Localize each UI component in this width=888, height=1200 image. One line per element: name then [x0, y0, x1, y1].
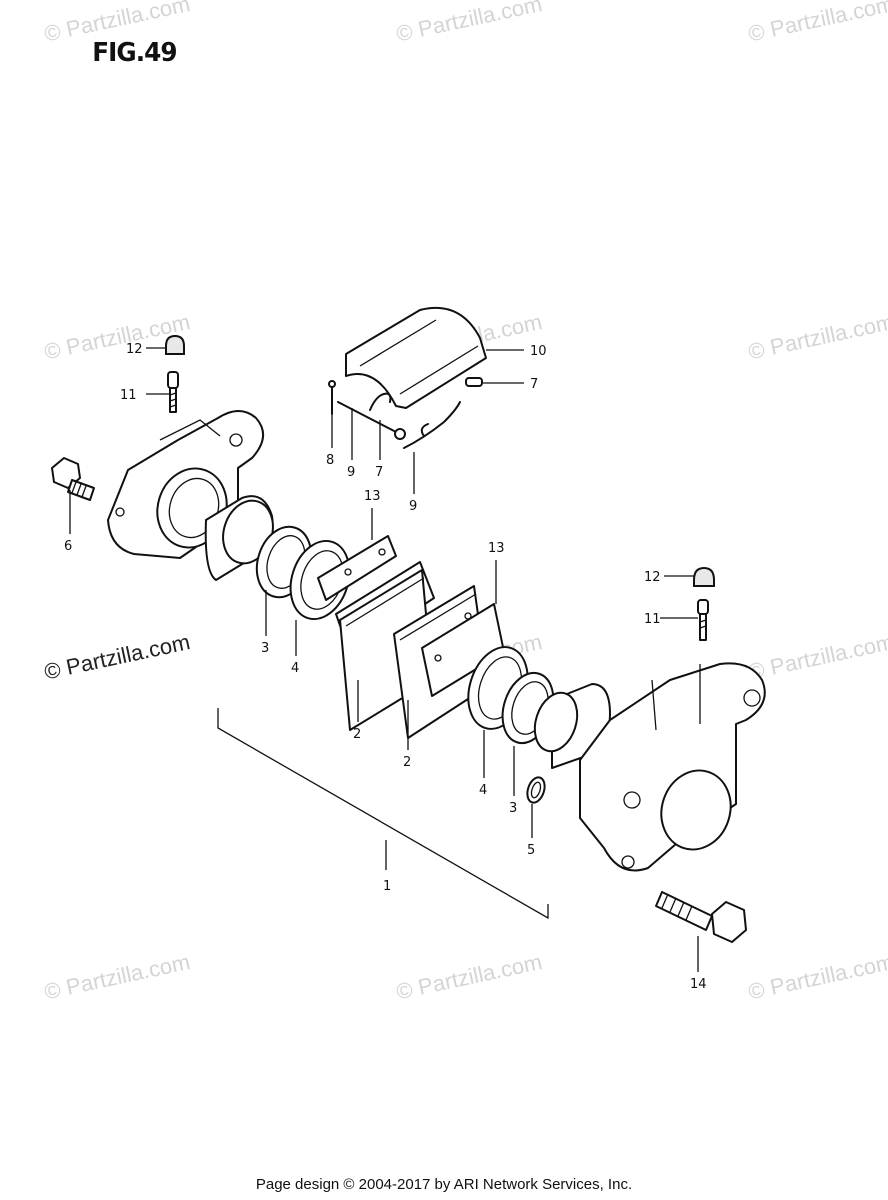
part-pad-pin-a[interactable]	[465, 377, 483, 387]
callout-12: 12	[644, 570, 661, 585]
part-union-bolt[interactable]	[51, 457, 95, 501]
callout-4: 4	[479, 783, 487, 798]
part-bleeder-valve-left[interactable]	[167, 371, 179, 413]
callout-4: 4	[291, 661, 299, 676]
callout-9: 9	[409, 499, 417, 514]
callout-10: 10	[530, 344, 547, 359]
part-pad-pin-b[interactable]	[337, 401, 406, 440]
callout-8: 8	[326, 453, 334, 468]
part-bleeder-cap-right[interactable]	[693, 566, 715, 587]
part-caliper-bolt[interactable]	[655, 891, 747, 943]
callout-9: 9	[347, 465, 355, 480]
callout-3: 3	[261, 641, 269, 656]
part-pad-spring-clip-a[interactable]	[369, 392, 392, 411]
part-bleeder-cap-left[interactable]	[165, 334, 185, 355]
part-pad-shim-left[interactable]	[317, 535, 397, 601]
callout-2: 2	[353, 727, 361, 742]
figure-title: FIG.49	[92, 38, 177, 68]
callout-12: 12	[126, 342, 143, 357]
assembly-bracket	[217, 708, 549, 920]
callout-14: 14	[690, 977, 707, 992]
part-pin-clip[interactable]	[328, 380, 336, 415]
callout-1: 1	[383, 879, 391, 894]
callout-13: 13	[364, 489, 381, 504]
callout-3: 3	[509, 801, 517, 816]
page-footer: Page design © 2004-2017 by ARI Network S…	[255, 1176, 633, 1193]
part-o-ring[interactable]	[524, 775, 547, 805]
part-bleeder-valve-right[interactable]	[697, 599, 709, 641]
callout-2: 2	[403, 755, 411, 770]
callout-7: 7	[375, 465, 383, 480]
callout-6: 6	[64, 539, 72, 554]
part-pad-spring[interactable]	[345, 306, 487, 409]
callout-11: 11	[120, 388, 137, 403]
callout-labels: 12 11 6 10 7 8 9 7 9 13 13 3 4 2 2 4 3 5…	[64, 342, 707, 992]
callout-5: 5	[527, 843, 535, 858]
part-pad-spring-clip-b[interactable]	[403, 401, 461, 449]
callout-11: 11	[644, 612, 661, 627]
part-caliper-housing-right[interactable]	[579, 662, 766, 872]
callout-7: 7	[530, 377, 538, 392]
leader-lines	[69, 347, 699, 972]
callout-13: 13	[488, 541, 505, 556]
